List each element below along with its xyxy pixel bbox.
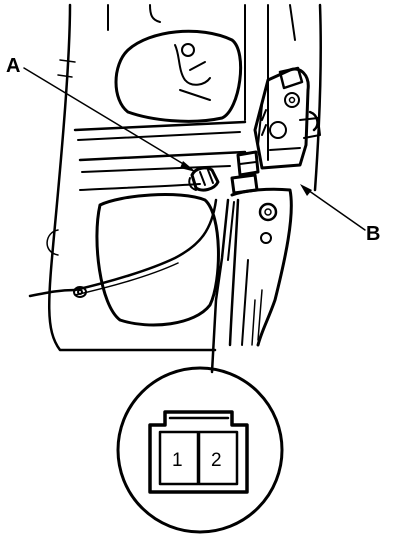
pin-2-cavity (197, 430, 239, 486)
lock-harness-wire (28, 198, 218, 298)
harness-clip (188, 166, 220, 192)
connector-leader (210, 198, 235, 374)
callout-a-label: A (6, 55, 20, 77)
callout-a-arrowhead (180, 161, 196, 172)
inset-circle (116, 366, 284, 534)
inner-handle-opening (114, 29, 243, 123)
callout-a: A (6, 55, 196, 172)
panel-ribs (73, 120, 247, 191)
pin-1-label: 1 (172, 450, 183, 471)
lower-access-opening (95, 193, 220, 327)
connector-inset: 1 2 (116, 366, 284, 534)
callout-b-arrowhead (300, 184, 312, 196)
callout-b: B (300, 184, 380, 245)
connector-housing: 1 2 (148, 410, 249, 494)
door-inner-panel (46, 3, 323, 352)
door-edge-pillar (228, 187, 293, 347)
door-lock-actuator (230, 66, 321, 195)
callout-b-label: B (366, 223, 380, 245)
pin-2-label: 2 (211, 450, 222, 471)
